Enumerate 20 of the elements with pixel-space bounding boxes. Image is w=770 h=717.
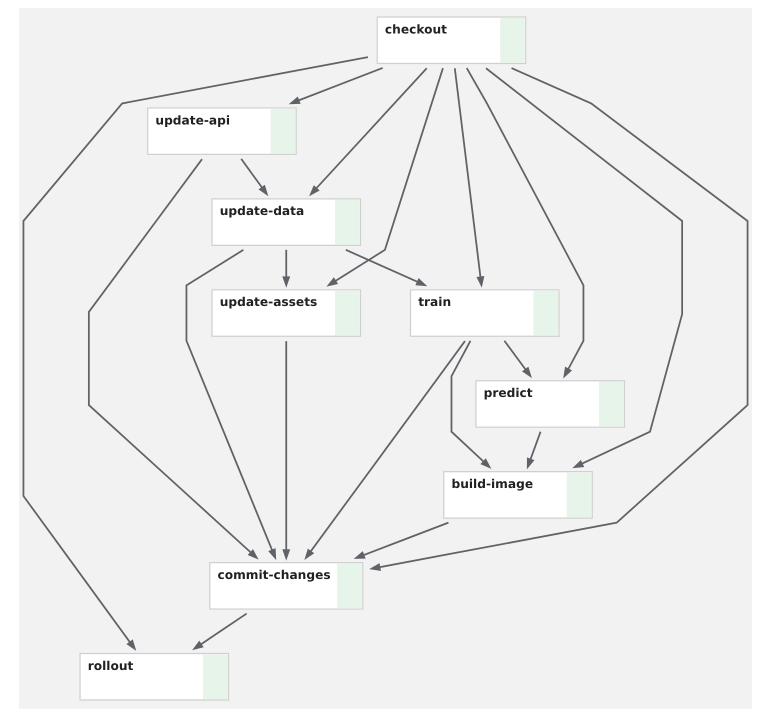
arrow <box>484 68 683 468</box>
arrow <box>192 612 247 650</box>
arrow <box>503 340 532 378</box>
arrow <box>368 67 748 571</box>
arrow <box>282 341 290 561</box>
arrow <box>353 522 448 559</box>
arrow <box>344 249 427 286</box>
arrow <box>240 158 268 196</box>
arrow <box>326 68 444 287</box>
arrow <box>87 158 258 560</box>
arrow <box>453 68 484 288</box>
arrow <box>185 249 276 560</box>
arrow <box>526 431 541 470</box>
arrow <box>450 340 491 469</box>
arrow <box>308 68 427 196</box>
arrow <box>282 250 290 288</box>
arrow <box>465 68 584 379</box>
arrow <box>22 56 368 651</box>
arrow <box>304 340 466 560</box>
arrow <box>288 67 382 104</box>
